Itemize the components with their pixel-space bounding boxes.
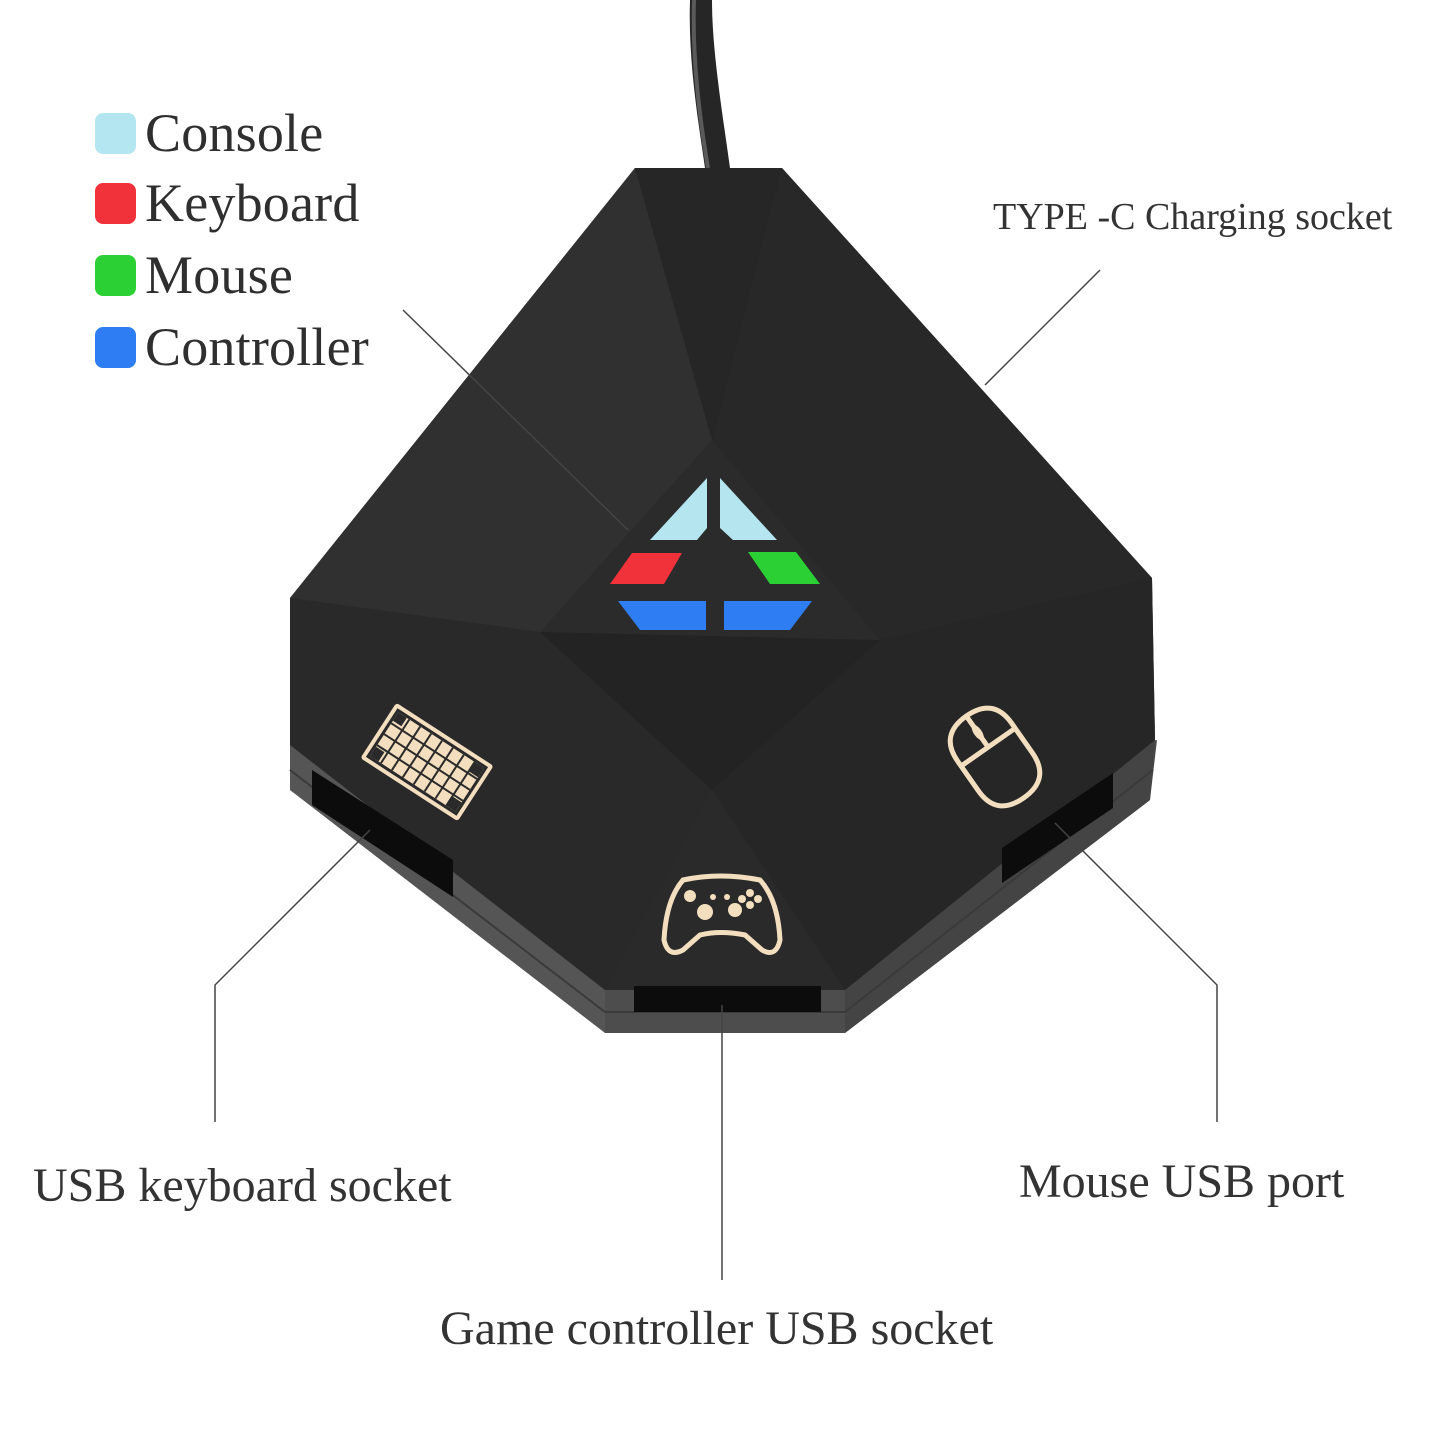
legend-label: Console — [145, 103, 324, 163]
mouse-leader — [1054, 822, 1218, 1122]
keyboard-led — [610, 553, 682, 584]
console-led-right — [720, 478, 777, 540]
legend-item-controller: Controller — [95, 312, 369, 382]
legend-label: Mouse — [145, 245, 293, 305]
controller-led-right — [724, 601, 812, 630]
controller-socket-label: Game controller USB socket — [440, 1302, 994, 1355]
indicator-leds — [610, 478, 820, 630]
legend-leader — [402, 309, 629, 531]
keyboard-swatch — [95, 182, 136, 224]
controller-swatch — [95, 326, 136, 368]
mouse-swatch — [95, 254, 136, 296]
mouse-led — [748, 552, 820, 584]
legend-item-mouse: Mouse — [95, 240, 369, 310]
legend-item-keyboard: Keyboard — [95, 168, 369, 238]
typec-callout-label: TYPE -C Charging socket — [993, 196, 1393, 238]
legend-item-console: Console — [95, 100, 369, 166]
keyboard-socket-label: USB keyboard socket — [33, 1159, 452, 1212]
mouse-icon — [947, 705, 1043, 809]
keyboard-usb-port — [312, 770, 453, 897]
mouse-usb-port — [1002, 773, 1113, 883]
legend-label: Controller — [145, 317, 369, 377]
legend-label: Keyboard — [145, 173, 360, 233]
mouse-port-label: Mouse USB port — [1019, 1155, 1345, 1208]
controller-led-left — [618, 601, 706, 630]
console-swatch — [95, 112, 136, 154]
keyboard-icon — [361, 703, 493, 821]
keyboard-leader — [214, 829, 371, 1122]
color-legend: Console Keyboard Mouse Controller — [95, 100, 369, 384]
leader-lines — [214, 269, 1218, 1280]
console-led-left — [650, 478, 707, 540]
controller-usb-port — [634, 986, 821, 1012]
typec-leader — [984, 269, 1101, 386]
gamepad-icon — [661, 873, 783, 955]
